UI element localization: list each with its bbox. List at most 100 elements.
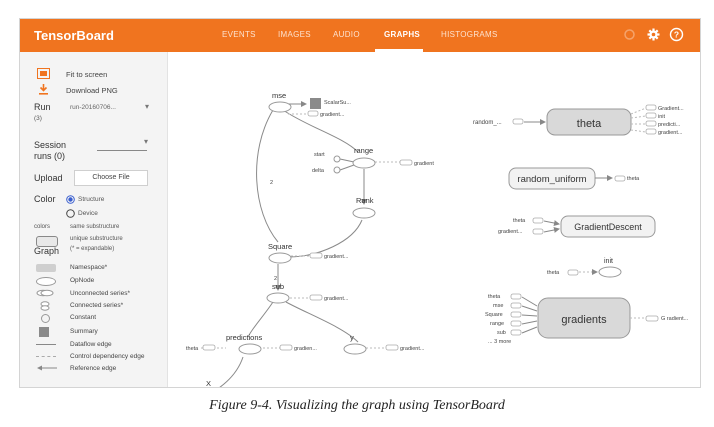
namespace-icon (36, 264, 56, 272)
tab-histograms[interactable]: HISTOGRAMS (441, 30, 498, 39)
node-scalar-summary-icon (310, 98, 321, 109)
app-brand: TensorBoard (34, 28, 114, 43)
session-label-2: runs (0) (34, 151, 66, 161)
theta-out-1: init (658, 114, 666, 120)
structure-radio[interactable] (66, 195, 75, 206)
device-label: Device (78, 210, 98, 217)
download-icon[interactable] (37, 84, 50, 95)
node-predictions (238, 343, 262, 355)
edge-mse-square (256, 109, 279, 243)
edge-rank-square (287, 219, 363, 258)
colors-caption: colors (34, 224, 51, 230)
edge-mse-range (282, 109, 359, 153)
run-select[interactable]: run-20160706... (70, 104, 116, 111)
label-sub: sub (272, 282, 284, 291)
graph-svg[interactable]: mse range Rank Square sub predictions y … (168, 52, 700, 387)
unconnected-series-icon (36, 289, 54, 297)
graph-canvas[interactable]: mse range Rank Square sub predictions y … (168, 52, 700, 387)
stub-y-grad (385, 344, 399, 351)
unique-substructure-label: unique substructure (70, 236, 123, 242)
tab-events[interactable]: EVENTS (222, 30, 256, 39)
stub-square-grad (309, 252, 323, 259)
label-gradients-top: gradient... (320, 112, 345, 118)
edge-label-2: 2 (274, 276, 277, 282)
figure-caption: Figure 9-4. Visualizing the graph using … (209, 398, 505, 413)
session-dropdown-icon[interactable]: ▾ (144, 137, 149, 146)
fit-to-screen-icon[interactable] (37, 68, 50, 79)
theta-out-0: Gradient... (658, 106, 684, 112)
aux-grad-in-1: mse (493, 303, 503, 309)
label-gradients-square: gradient... (324, 254, 349, 260)
node-delta (333, 166, 341, 174)
edge-label-1: 2 (270, 180, 273, 186)
edge-sub-y (285, 301, 359, 343)
label-gradients-sub: gradient... (324, 296, 349, 302)
edge-sub-pred (247, 301, 274, 338)
settings-icon[interactable] (646, 27, 661, 42)
legend-unconnected-series: Unconnected series* (70, 290, 130, 297)
help-icon[interactable]: ? (669, 27, 684, 42)
legend-summary: Summary (70, 328, 98, 335)
label-scalar-summary: ScalarSu... (324, 100, 351, 106)
download-png-label[interactable]: Download PNG (66, 86, 118, 95)
aux-gd-in-0: theta (513, 218, 526, 224)
stub-random-in (512, 118, 524, 125)
run-dropdown-icon[interactable]: ▾ (145, 102, 150, 111)
tab-graphs[interactable]: GRAPHS (384, 30, 421, 39)
constant-icon (41, 314, 50, 323)
fit-to-screen-label[interactable]: Fit to screen (66, 70, 108, 79)
node-square (268, 252, 292, 264)
legend-namespace: Namespace* (70, 264, 108, 271)
node-range (352, 157, 376, 169)
tab-images[interactable]: IMAGES (278, 30, 311, 39)
summary-icon (39, 327, 49, 337)
upload-label: Upload (34, 173, 63, 183)
label-mse: mse (272, 91, 286, 100)
structure-label: Structure (78, 196, 105, 203)
dataflow-edge-icon (36, 344, 56, 345)
reference-edge-icon (36, 364, 58, 372)
legend-opnode: OpNode (70, 277, 95, 284)
legend-dataflow-edge: Dataflow edge (70, 341, 112, 348)
aux-node-theta (546, 108, 632, 136)
color-label: Color (34, 194, 56, 204)
node-sub (266, 292, 290, 304)
aux-init-in: theta (547, 270, 560, 276)
refresh-icon[interactable] (622, 27, 637, 42)
session-label: Session (34, 140, 67, 150)
run-count: (3) (34, 115, 42, 122)
session-select-line[interactable] (97, 150, 147, 151)
stub-pred-grad (279, 344, 293, 351)
legend-control-edge: Control dependency edge (70, 353, 145, 360)
label-theta-pred: theta (186, 346, 199, 352)
aux-label-gradients: gradients (561, 314, 607, 326)
legend-reference-edge: Reference edge (70, 365, 117, 372)
aux-grad-out: G radient... (661, 316, 689, 322)
label-x: X (206, 379, 211, 387)
tab-audio[interactable]: AUDIO (333, 30, 360, 39)
stub-sub-grad (309, 294, 323, 301)
opnode-icon (36, 277, 56, 286)
node-mse (268, 101, 292, 113)
label-gradients-range: gradient (414, 161, 434, 167)
label-gradients-pred: gradien... (294, 346, 317, 352)
aux-node-init (598, 266, 622, 278)
aux-grad-in-4: sub (497, 330, 506, 336)
label-delta: delta (312, 168, 325, 174)
theta-out-2: predicti... (658, 122, 681, 128)
node-y (343, 343, 367, 355)
aux-grad-in-2: Square (485, 312, 503, 318)
label-start: start (314, 152, 325, 158)
expandable-note: (* = expandable) (70, 246, 115, 252)
device-radio[interactable] (66, 209, 75, 220)
active-tab-indicator (375, 49, 423, 52)
aux-grad-in-3: range (490, 321, 504, 327)
edge-start-range (339, 158, 355, 163)
choose-file-button[interactable]: Choose File (74, 170, 148, 186)
label-range: range (354, 146, 373, 155)
aux-label-init: init (604, 258, 613, 265)
stub-theta-pred (202, 344, 216, 351)
stub-mse-grad (307, 110, 319, 117)
label-rank: Rank (356, 196, 374, 205)
unique-substructure-swatch (36, 236, 58, 247)
